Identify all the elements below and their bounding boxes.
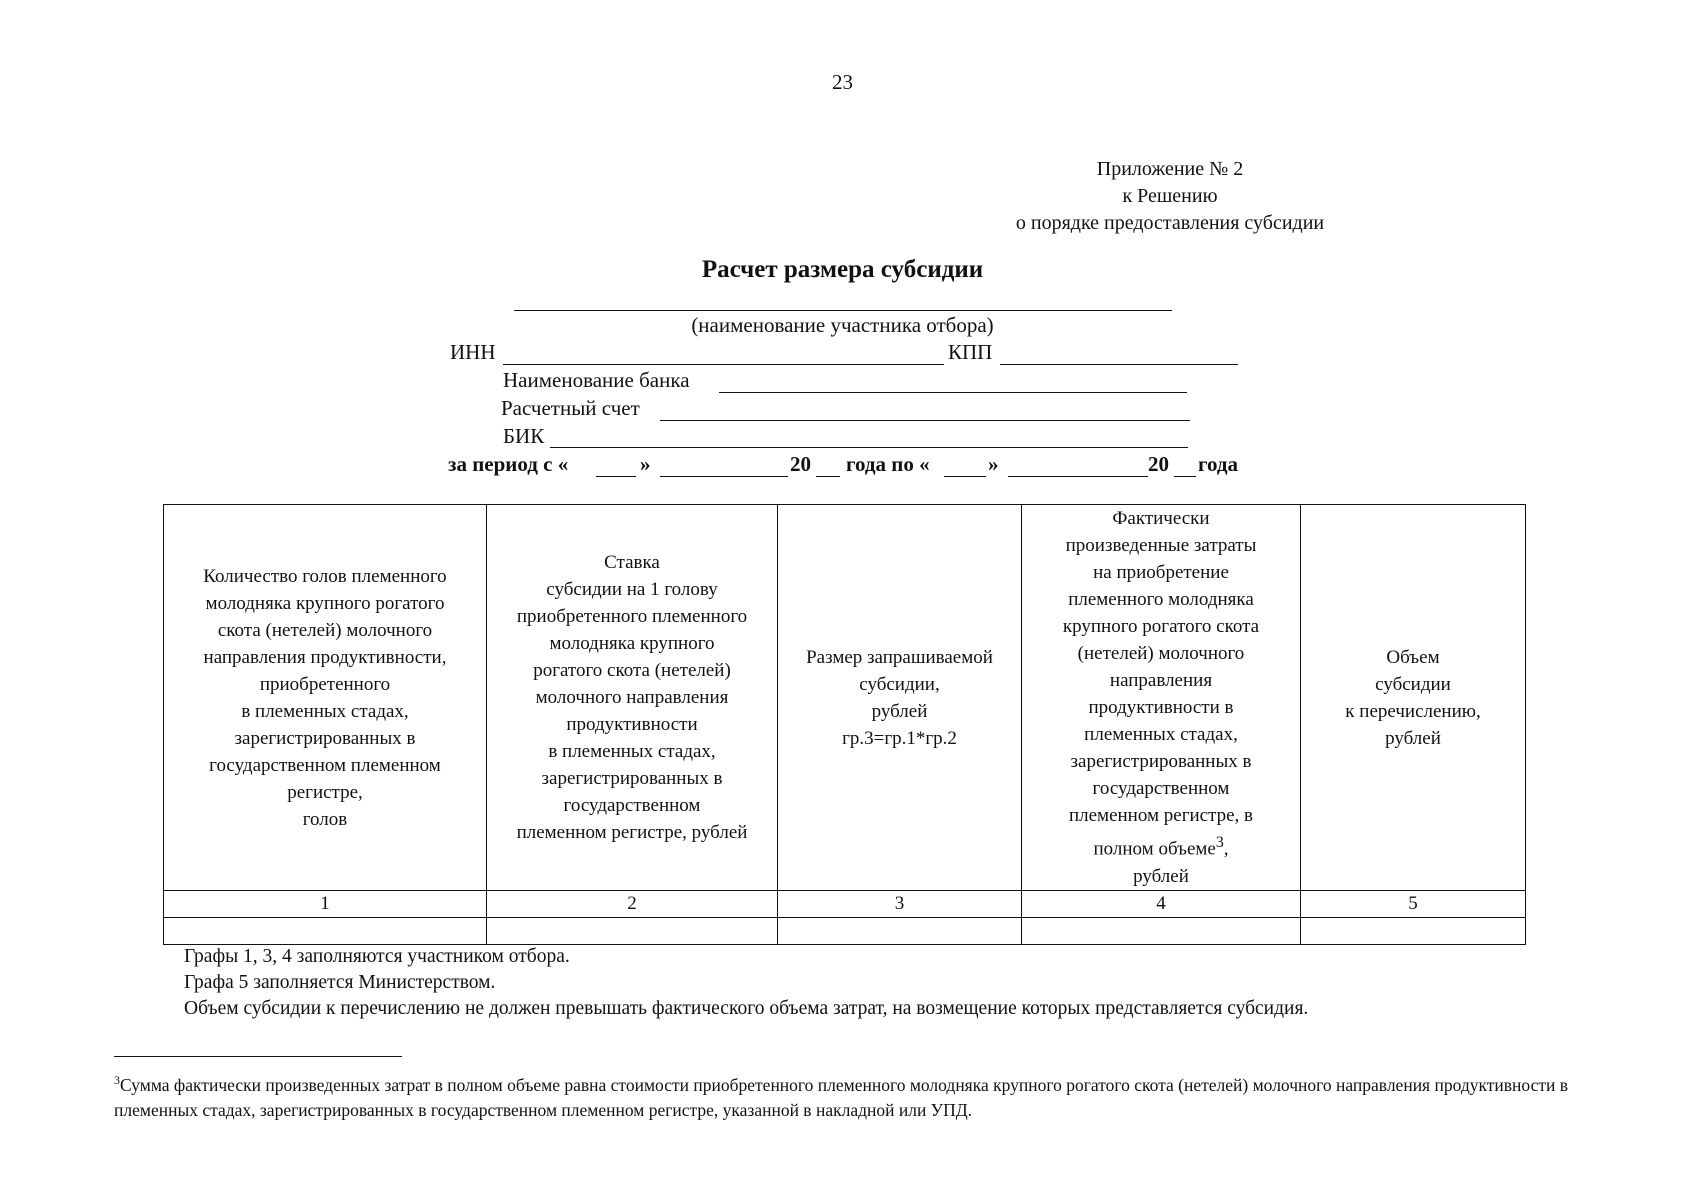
bik-field[interactable]	[550, 447, 1188, 448]
header-cell-3: Размер запрашиваемой субсидии, рублей гр…	[777, 504, 1022, 891]
entry-cell-1[interactable]	[163, 917, 487, 945]
period-from-year-field[interactable]	[816, 476, 840, 477]
data-entry-row	[163, 917, 1526, 945]
kpp-field[interactable]	[1000, 364, 1238, 365]
header-cell-1: Количество голов племенного молодняка кр…	[163, 504, 487, 891]
period-quote-close: »	[640, 452, 651, 476]
column-number-row: 1 2 3 4 5	[163, 890, 1526, 918]
entry-cell-3[interactable]	[777, 917, 1022, 945]
footnote-reference-mark: 3	[1215, 834, 1224, 852]
column-number-1: 1	[163, 890, 487, 918]
document-title: Расчет размера субсидии	[701, 256, 984, 283]
table-notes: Графы 1, 3, 4 заполняются участником отб…	[184, 944, 1308, 1022]
period-from-label: за период с «	[448, 452, 569, 476]
header-text-4: Фактически произведенные затраты на прио…	[1062, 508, 1260, 860]
inn-label: ИНН	[450, 340, 496, 364]
period-from-month-field[interactable]	[660, 476, 788, 477]
header-text-5: Объем субсидии к перечислению, рублей	[1345, 646, 1481, 749]
footnote: 3Сумма фактически произведенных затрат в…	[114, 1068, 1574, 1123]
appendix-subject: о порядке предоставления субсидии	[1015, 212, 1325, 234]
period-from-year-prefix: 20	[790, 452, 811, 476]
entry-cell-2[interactable]	[486, 917, 778, 945]
note-subsidy-limit: Объем субсидии к перечислению не должен …	[184, 998, 1309, 1019]
kpp-label: КПП	[948, 340, 993, 364]
footnote-text: Сумма фактически произведенных затрат в …	[114, 1074, 1569, 1120]
participant-name-line[interactable]	[514, 310, 1172, 311]
period-to-quote-close: »	[988, 452, 999, 476]
entry-cell-5[interactable]	[1300, 917, 1526, 945]
table-header-row: Количество голов племенного молодняка кр…	[163, 504, 1526, 891]
column-number-3: 3	[777, 890, 1022, 918]
appendix-number: Приложение № 2	[1096, 158, 1244, 180]
column-number-4: 4	[1021, 890, 1301, 918]
bik-label: БИК	[503, 424, 545, 448]
column-number-5: 5	[1300, 890, 1526, 918]
period-to-label: года по «	[846, 452, 930, 476]
period-to-month-field[interactable]	[1008, 476, 1148, 477]
header-text-4-tail: , рублей	[1133, 838, 1229, 887]
account-label: Расчетный счет	[501, 396, 640, 420]
header-text-3: Размер запрашиваемой субсидии, рублей гр…	[806, 646, 993, 749]
footnote-separator	[114, 1056, 402, 1057]
participant-name-caption: (наименование участника отбора)	[691, 313, 994, 337]
account-field[interactable]	[660, 420, 1190, 421]
bank-name-field[interactable]	[719, 392, 1187, 393]
header-cell-2: Ставка субсидии на 1 голову приобретенно…	[486, 504, 778, 891]
period-to-year-field[interactable]	[1174, 476, 1196, 477]
appendix-decision: к Решению	[1122, 185, 1218, 207]
appendix-reference: Приложение № 2 к Решению о порядке предо…	[940, 156, 1400, 237]
period-from-day-field[interactable]	[596, 476, 636, 477]
header-cell-5: Объем субсидии к перечислению, рублей	[1300, 504, 1526, 891]
subsidy-calculation-table: Количество голов племенного молодняка кр…	[163, 504, 1526, 945]
period-to-year-suffix: года	[1198, 452, 1239, 476]
column-number-2: 2	[486, 890, 778, 918]
header-text-2: Ставка субсидии на 1 голову приобретенно…	[516, 552, 748, 843]
note-column-ministry: Графа 5 заполняется Министерством.	[184, 972, 496, 993]
footnote-mark: 3	[114, 1073, 120, 1087]
period-to-year-prefix: 20	[1148, 452, 1169, 476]
header-text-1: Количество голов племенного молодняка кр…	[203, 565, 447, 830]
page-number: 23	[832, 70, 853, 94]
entry-cell-4[interactable]	[1021, 917, 1301, 945]
bank-name-label: Наименование банка	[503, 368, 690, 392]
period-to-day-field[interactable]	[944, 476, 986, 477]
note-columns-participant: Графы 1, 3, 4 заполняются участником отб…	[184, 946, 570, 967]
inn-field[interactable]	[503, 364, 944, 365]
header-cell-4: Фактически произведенные затраты на прио…	[1021, 504, 1301, 891]
